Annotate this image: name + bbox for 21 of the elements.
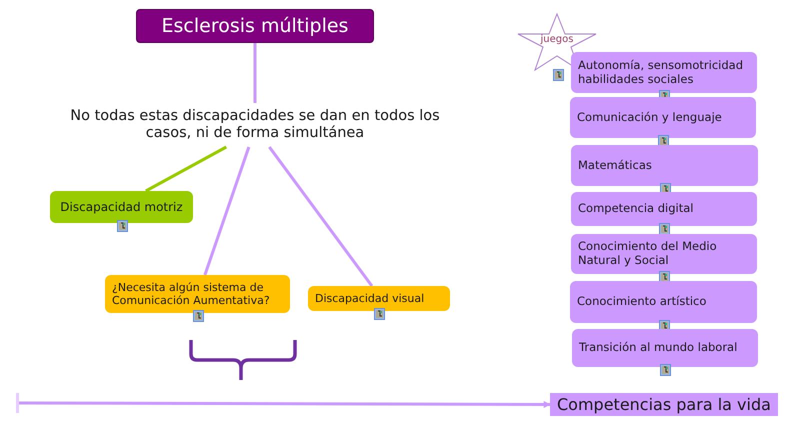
node-text: Conocimiento del Medio Natural y Social [578, 240, 718, 268]
node-text: Transición al mundo laboral [579, 341, 738, 355]
node-text: Esclerosis múltiples [162, 14, 348, 38]
node-text: Competencia digital [578, 202, 694, 216]
node-text: Discapacidad visual [315, 292, 424, 306]
node-text: Discapacidad motriz [60, 200, 183, 214]
star-label: juegos [540, 34, 574, 46]
node-text: Matemáticas [578, 158, 652, 172]
node-text: Competencias para la vida [557, 394, 771, 414]
title-box [136, 9, 374, 43]
connector-line [268, 146, 374, 287]
banner-box [550, 393, 778, 416]
arrow [16, 393, 551, 413]
node-text: No todas estas discapacidades se dan en todos los casos, ni de forma simultánea [69, 108, 441, 142]
node-text: Autonomía, sensomotricidad habilidades sociales [578, 58, 744, 86]
connector-line [203, 146, 250, 276]
node-text: Conocimiento artístico [577, 295, 706, 309]
connector-line [145, 146, 228, 192]
connector-line [254, 43, 256, 103]
node-text: ¿Necesita algún sistema de Comunicación Aumentativa? [112, 280, 271, 308]
node-text: Comunicación y lenguaje [577, 110, 722, 124]
